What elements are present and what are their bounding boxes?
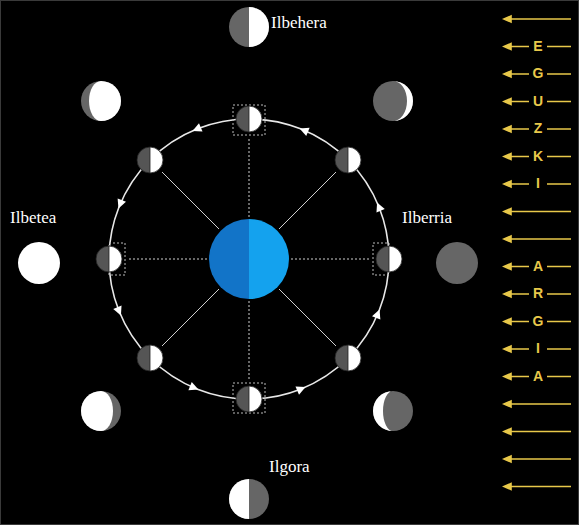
phase-label: Ilbehera [271, 13, 327, 33]
vertical-caption: ARGIA [529, 253, 546, 391]
phase-label: Ilberria [402, 208, 452, 228]
phase-label: Ilbetea [10, 208, 56, 228]
vertical-caption: EGUZKI [529, 33, 546, 198]
phase-label: Ilgora [269, 457, 310, 477]
